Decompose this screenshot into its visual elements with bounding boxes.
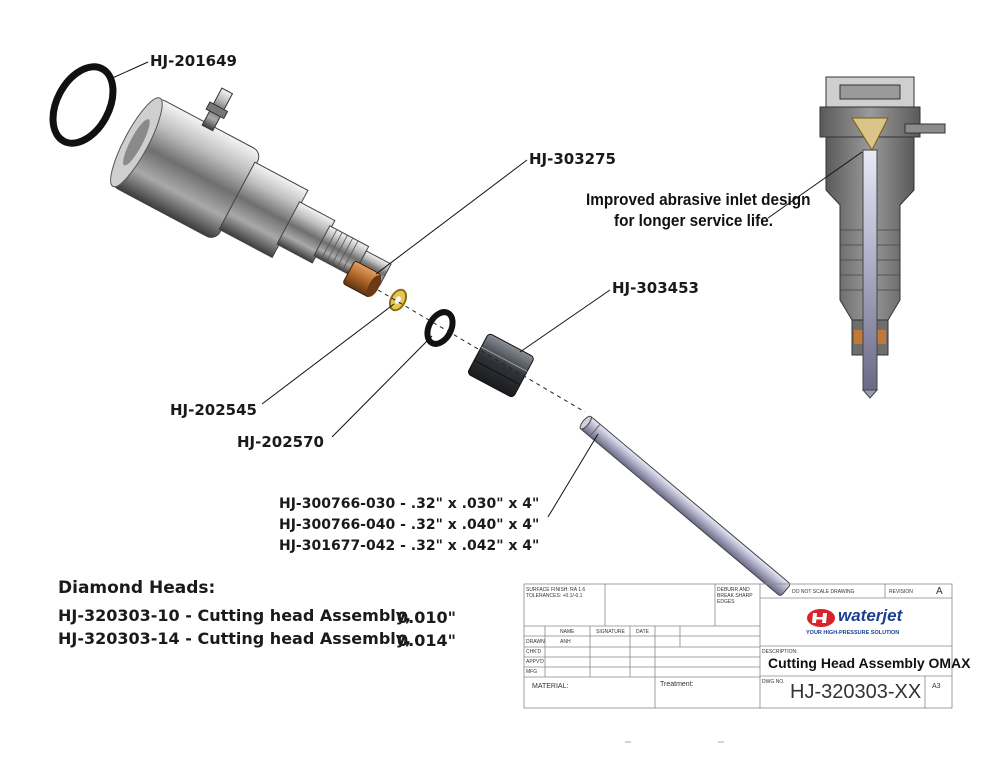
tb-row-appvd: APPV'D <box>526 659 544 665</box>
tb-deburr: DEBURR AND <box>717 587 750 593</box>
o-ring-large-part <box>49 63 117 147</box>
diamond-head-part: HJ-320303-14 - Cutting head Assembly, <box>58 629 412 648</box>
diamond-heads-title: Diamond Heads: <box>58 578 216 598</box>
waterjet-logo: waterjet YOUR HIGH-PRESSURE SOLUTION <box>800 606 940 642</box>
mixing-tube-part <box>579 415 791 596</box>
collet-nut-part <box>343 261 382 297</box>
section-note-line: Improved abrasive inlet design <box>586 190 811 209</box>
tb-description: Cutting Head Assembly OMAX <box>768 655 971 671</box>
nozzle-nut-part <box>468 333 534 398</box>
tb-treatment: Treatment: <box>660 681 694 688</box>
tb-revision-label: REVISION <box>889 589 913 595</box>
washer-part <box>388 288 408 312</box>
tb-revision: A <box>936 586 943 597</box>
diamond-head-part: HJ-320303-10 - Cutting head Assembly, <box>58 606 412 625</box>
tb-material: MATERIAL: <box>532 683 569 690</box>
diamond-head-size: 0.014" <box>397 631 456 650</box>
tb-description-label: DESCRIPTION: <box>762 649 798 655</box>
assembly-centerline <box>377 289 586 413</box>
tb-tolerances: TOLERANCES: +0.1/-0.1 <box>526 593 583 599</box>
tb-surface-finish: SURFACE FINISH: RA 1.6 <box>526 587 586 593</box>
callout-label-o-ring-large: HJ-201649 <box>150 52 237 70</box>
tb-col-name: NAME <box>560 629 575 635</box>
tb-sheet-size: A3 <box>932 683 941 690</box>
tube-part-line: HJ-301677-042 - .32" x .042" x 4" <box>279 538 540 554</box>
tb-row-chkd: CHK'D <box>526 649 542 655</box>
waterjet-logo-word: waterjet <box>838 606 903 625</box>
tb-row-drawn: DRAWN <box>526 639 545 645</box>
tb-do-not-scale: DO NOT SCALE DRAWING <box>792 589 855 595</box>
tb-row-mfg: MFG <box>526 669 538 675</box>
diamond-head-size: 0.010" <box>397 608 456 627</box>
tb-col-date: DATE <box>636 629 649 635</box>
tube-part-line: HJ-300766-030 - .32" x .030" x 4" <box>279 496 540 512</box>
tb-drawn-name: ANH <box>560 639 571 645</box>
callout-label-washer: HJ-202545 <box>170 401 257 419</box>
tb-col-signature: SIGNATURE <box>596 629 625 635</box>
leader-lines <box>107 61 863 518</box>
callout-label-collet-nut: HJ-303275 <box>529 150 616 168</box>
section-note-line: for longer service life. <box>614 211 774 230</box>
callout-label-o-ring-small: HJ-202570 <box>237 433 324 451</box>
tb-break-sharp: BREAK SHARP <box>717 593 753 599</box>
section-view <box>819 76 946 399</box>
waterjet-logo-mark-icon <box>807 609 835 627</box>
callout-label-nozzle-nut: HJ-303453 <box>612 279 699 297</box>
tube-part-line: HJ-300766-040 - .32" x .040" x 4" <box>279 517 540 533</box>
tb-edges: EDGES <box>717 599 735 605</box>
tb-dwg-no-label: DWG NO. <box>762 679 785 685</box>
tb-dwg-no: HJ-320303-XX <box>790 681 922 703</box>
o-ring-small-part <box>424 309 456 347</box>
waterjet-logo-tagline: YOUR HIGH-PRESSURE SOLUTION <box>806 630 900 636</box>
